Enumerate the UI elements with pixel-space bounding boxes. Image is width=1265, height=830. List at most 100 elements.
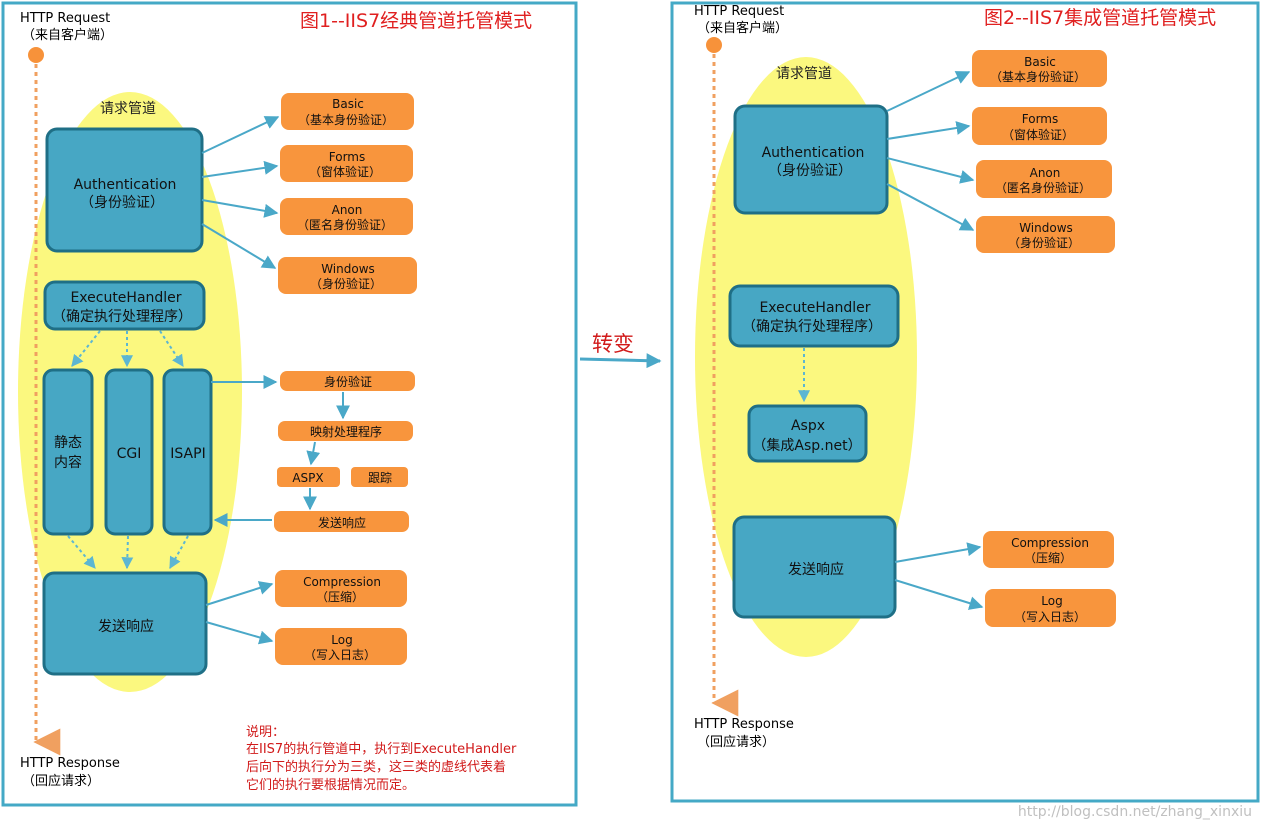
integrated-compression-sub: （压缩）	[1024, 550, 1072, 565]
classic-isapi-auth	[280, 371, 415, 391]
classic-anon-label: Anon	[332, 203, 363, 217]
integrated-basic-auth	[972, 50, 1107, 87]
classic-forms-auth	[280, 145, 413, 182]
classic-response-note: （回应请求）	[22, 773, 100, 789]
integrated-arrow-anon	[886, 157, 975, 184]
classic-note-line-3: 它们的执行要根据情况而定。	[246, 777, 415, 793]
classic-note-line-2: 后向下的执行分为三类，这三类的虚线代表着	[246, 759, 506, 775]
classic-isapi	[162, 368, 213, 536]
classic-log	[275, 628, 407, 665]
integrated-arrow-windows	[886, 183, 975, 231]
integrated-send-response-module	[732, 515, 897, 619]
classic-anon-auth	[280, 198, 413, 235]
classic-executehandler-label: ExecuteHandler	[70, 290, 181, 306]
integrated-panel-title: 图2--IIS7集成管道托管模式	[984, 7, 1216, 29]
classic-windows-auth	[278, 257, 417, 294]
transition: 转变	[579, 332, 662, 369]
integrated-executehandler-label: ExecuteHandler	[759, 300, 870, 316]
classic-arrow-windows	[201, 223, 277, 269]
classic-cgi	[104, 368, 154, 536]
classic-isapi-aspx-label: ASPX	[292, 471, 323, 485]
integrated-pipeline-label: 请求管道	[776, 66, 832, 82]
classic-response-label: HTTP Response	[20, 756, 120, 771]
integrated-anon-label: Anon	[1030, 166, 1061, 180]
classic-note-heading: 说明：	[246, 725, 285, 740]
integrated-mode-panel: 图2--IIS7集成管道托管模式 HTTP Request （来自客户端） 请求…	[670, 1, 1260, 803]
classic-dotted-isapi	[159, 330, 184, 368]
integrated-authentication-label: Authentication	[762, 145, 865, 161]
classic-arrow-log	[205, 621, 274, 645]
classic-executehandler-module	[43, 280, 206, 331]
integrated-response-note: （回应请求）	[697, 734, 775, 750]
classic-panel-frame	[1, 1, 578, 807]
classic-note-line-1: 在IIS7的执行管道中，执行到ExecuteHandler	[246, 741, 517, 757]
integrated-basic-sub: （基本身份验证）	[990, 69, 1086, 84]
classic-isapi-send	[274, 511, 409, 532]
integrated-response-label: HTTP Response	[694, 717, 794, 732]
integrated-compression	[983, 531, 1114, 568]
classic-executehandler-sub: （确定执行处理程序）	[52, 309, 192, 325]
classic-forms-label: Forms	[329, 150, 365, 164]
classic-isapi-aspx	[277, 467, 340, 487]
classic-isapi-trace-label: 跟踪	[368, 471, 392, 485]
classic-log-label: Log	[331, 633, 352, 647]
integrated-aspx-sub: （集成Asp.net）	[752, 437, 861, 454]
classic-panel-title: 图1--IIS7经典管道托管模式	[300, 10, 532, 32]
classic-authentication-module	[45, 127, 204, 253]
integrated-authentication-module	[733, 104, 889, 215]
classic-isapi-auth-label: 身份验证	[324, 374, 372, 389]
transition-label: 转变	[592, 332, 634, 356]
classic-dotted-static-send	[67, 535, 96, 569]
classic-request-dot	[28, 47, 44, 63]
classic-log-sub: （写入日志）	[304, 648, 376, 662]
classic-compression	[275, 570, 407, 607]
classic-dotted-cgi-send	[121, 535, 134, 570]
classic-dotted-static	[71, 330, 101, 367]
classic-static-label-2: 内容	[54, 454, 82, 471]
transition-arrow	[579, 353, 662, 369]
integrated-authentication-sub: （身份验证）	[768, 163, 852, 179]
classic-forms-sub: （窗体验证）	[309, 164, 381, 179]
integrated-arrow-basic	[886, 71, 971, 112]
classic-isapi-trace	[351, 467, 408, 487]
integrated-log	[985, 589, 1116, 627]
classic-basic-sub: （基本身份验证）	[298, 112, 394, 127]
classic-isapi-map-label: 映射处理程序	[310, 424, 382, 439]
classic-basic-auth	[281, 93, 414, 130]
integrated-basic-label: Basic	[1024, 55, 1056, 69]
classic-send-response-label: 发送响应	[98, 618, 154, 635]
integrated-aspx-module	[747, 404, 868, 463]
integrated-arrow-forms	[886, 121, 971, 140]
classic-dotted-isapi-send	[169, 535, 189, 570]
integrated-send-response-label: 发送响应	[788, 561, 844, 578]
classic-arrow-basic	[201, 116, 280, 154]
integrated-windows-auth	[976, 216, 1115, 253]
integrated-forms-sub: （窗体验证）	[1002, 127, 1074, 142]
classic-pipeline-label: 请求管道	[100, 101, 156, 117]
classic-windows-sub: （身份验证）	[310, 276, 382, 291]
classic-arrow-forms	[201, 160, 279, 178]
integrated-anon-auth	[976, 160, 1112, 198]
classic-arrow-aspx	[306, 441, 321, 466]
integrated-arrow-log	[894, 579, 984, 610]
classic-compression-label: Compression	[303, 575, 381, 589]
classic-authentication-label: Authentication	[74, 177, 177, 193]
integrated-arrow-compression	[894, 542, 982, 563]
integrated-log-label: Log	[1041, 594, 1062, 608]
classic-isapi-label: ISAPI	[170, 446, 205, 462]
integrated-windows-label: Windows	[1019, 221, 1073, 235]
integrated-anon-sub: （匿名身份验证）	[995, 180, 1091, 195]
classic-authentication-sub: （身份验证）	[80, 195, 164, 211]
classic-arrow-anon	[201, 199, 279, 218]
classic-mode-panel: 图1--IIS7经典管道托管模式 HTTP Request （来自客户端） 请求…	[1, 1, 578, 807]
classic-request-label: HTTP Request	[20, 11, 110, 26]
integrated-request-source: （来自客户端）	[697, 20, 788, 36]
classic-windows-label: Windows	[321, 262, 375, 276]
integrated-aspx-label: Aspx	[791, 418, 825, 434]
integrated-forms-label: Forms	[1022, 112, 1058, 126]
integrated-executehandler-sub: （确定执行处理程序）	[742, 319, 882, 335]
classic-request-source: （来自客户端）	[22, 27, 113, 43]
watermark: http://blog.csdn.net/zhang_xinxiu	[1018, 804, 1252, 820]
integrated-forms-auth	[972, 107, 1107, 145]
classic-cgi-label: CGI	[117, 446, 142, 462]
